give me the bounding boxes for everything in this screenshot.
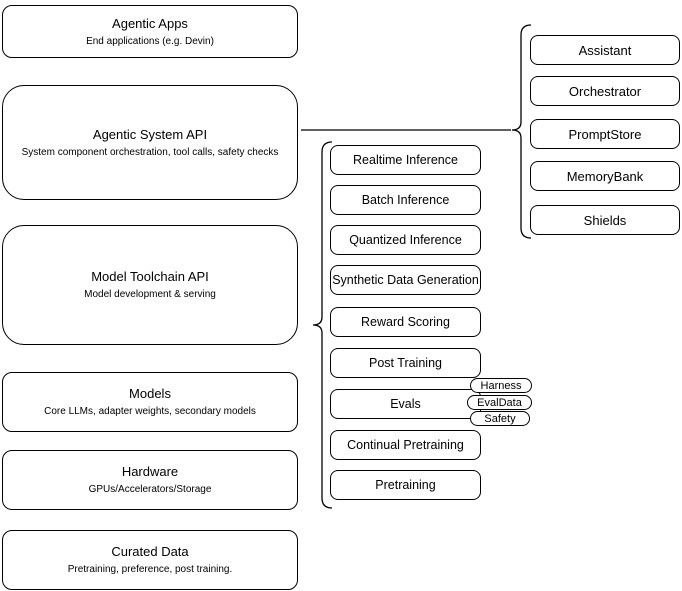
tag-evaldata: EvalData (467, 395, 532, 410)
node-model-toolchain-api: Model Toolchain API Model development & … (2, 225, 298, 345)
node-label: PromptStore (568, 126, 642, 142)
node-title: Hardware (121, 464, 179, 479)
node-label: Orchestrator (568, 83, 642, 99)
node-label: Shields (583, 212, 627, 228)
node-subtitle: Core LLMs, adapter weights, secondary mo… (44, 406, 256, 417)
node-evals: Evals (330, 389, 481, 419)
node-synthetic-data-generation: Synthetic Data Generation (330, 265, 481, 295)
node-title: Agentic Apps (112, 15, 188, 31)
node-curated-data: Curated Data Pretraining, preference, po… (2, 530, 298, 590)
node-reward-scoring: Reward Scoring (330, 307, 481, 337)
tag-harness: Harness (470, 378, 532, 393)
node-label: Evals (390, 397, 421, 411)
node-post-training: Post Training (330, 348, 481, 378)
node-models: Models Core LLMs, adapter weights, secon… (2, 372, 298, 432)
node-label: Batch Inference (361, 193, 450, 207)
tag-label: EvalData (477, 396, 522, 409)
node-label: MemoryBank (566, 168, 644, 184)
node-continual-pretraining: Continual Pretraining (330, 430, 481, 460)
node-subtitle: End applications (e.g. Devin) (86, 35, 214, 47)
node-label: Continual Pretraining (347, 438, 464, 452)
node-label: Assistant (578, 42, 632, 58)
node-label: Synthetic Data Generation (332, 273, 479, 287)
node-orchestrator: Orchestrator (530, 76, 680, 106)
node-label: Pretraining (375, 478, 436, 492)
node-title: Model Toolchain API (91, 269, 209, 284)
tag-label: Safety (484, 412, 516, 425)
node-subtitle: Model development & serving (84, 289, 216, 300)
node-subtitle: Pretraining, preference, post training. (67, 564, 233, 575)
components-brace (511, 24, 532, 239)
node-promptstore: PromptStore (530, 119, 680, 149)
node-memorybank: MemoryBank (530, 161, 680, 191)
node-assistant: Assistant (530, 35, 680, 65)
node-batch-inference: Batch Inference (330, 185, 481, 215)
node-title: Models (129, 386, 171, 401)
node-title: Agentic System API (92, 126, 208, 142)
node-quantized-inference: Quantized Inference (330, 225, 481, 255)
node-shields: Shields (530, 205, 680, 235)
tag-label: Harness (480, 379, 522, 392)
node-agentic-apps: Agentic Apps End applications (e.g. Devi… (2, 5, 298, 58)
node-realtime-inference: Realtime Inference (330, 145, 481, 175)
node-label: Realtime Inference (353, 153, 458, 167)
node-hardware: Hardware GPUs/Accelerators/Storage (2, 450, 298, 510)
node-pretraining: Pretraining (330, 470, 481, 500)
node-label: Reward Scoring (361, 315, 450, 329)
node-title: Curated Data (111, 544, 189, 559)
node-subtitle: System component orchestration, tool cal… (21, 146, 279, 158)
node-agentic-system-api: Agentic System API System component orch… (2, 85, 298, 200)
tag-safety: Safety (470, 411, 530, 426)
node-label: Post Training (369, 356, 442, 370)
node-label: Quantized Inference (349, 233, 462, 247)
node-subtitle: GPUs/Accelerators/Storage (88, 484, 212, 495)
